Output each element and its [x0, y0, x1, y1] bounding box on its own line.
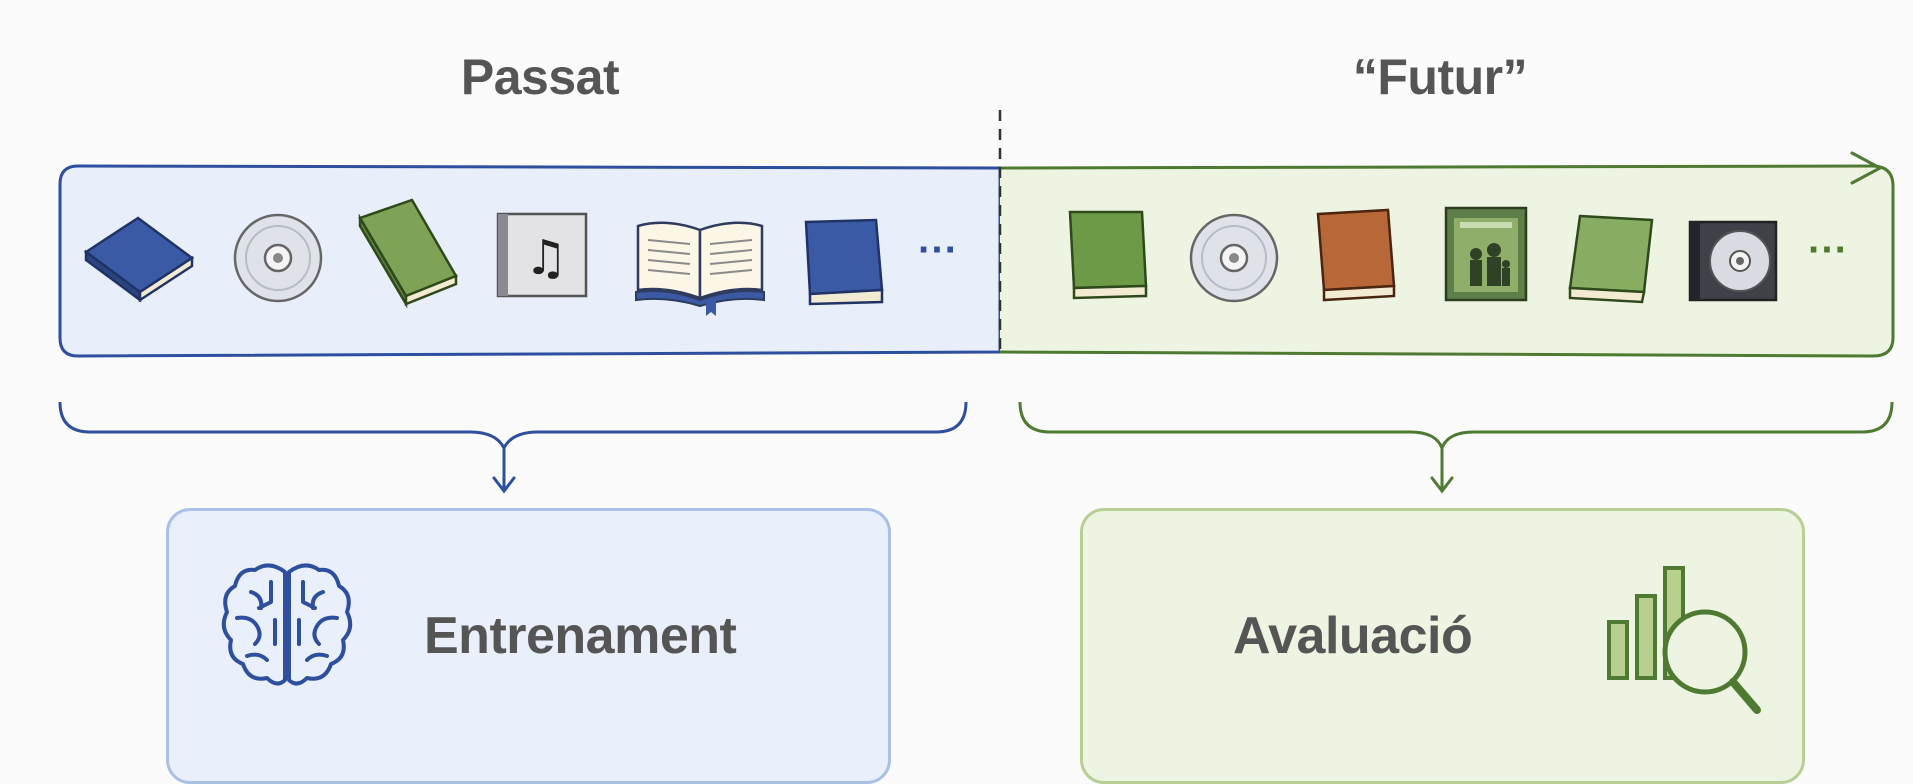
music-album-icon: ♫ — [496, 212, 588, 298]
book-icon — [1068, 210, 1148, 300]
movie-poster-icon — [1444, 206, 1528, 302]
book-icon — [358, 198, 458, 309]
svg-text:♫: ♫ — [524, 230, 567, 286]
timeline-arrow-icon — [1850, 151, 1884, 185]
timeline-diagram: ♫ — [58, 110, 1895, 494]
cd-icon — [1189, 213, 1279, 303]
open-book-icon — [635, 221, 765, 316]
evaluation-box: Avaluació — [1080, 508, 1805, 784]
past-brace — [58, 401, 968, 452]
evaluation-label: Avaluació — [1233, 607, 1473, 665]
brain-icon — [221, 563, 353, 686]
book-icon — [1568, 214, 1654, 304]
past-more-ellipsis: ··· — [918, 228, 958, 272]
cd-icon — [233, 213, 323, 303]
future-brace — [1018, 401, 1894, 453]
training-box: Entrenament — [166, 508, 891, 784]
training-label: Entrenament — [424, 607, 737, 665]
bar-chart-magnifier-icon — [1607, 566, 1761, 714]
future-title: “Futur” — [1352, 49, 1528, 105]
book-icon — [804, 218, 884, 306]
book-icon — [83, 216, 195, 303]
arrow-down-icon — [492, 476, 516, 494]
future-more-ellipsis: ··· — [1808, 228, 1848, 272]
past-title: Passat — [460, 49, 620, 105]
cd-case-icon — [1688, 220, 1778, 302]
arrow-down-icon — [1430, 476, 1454, 494]
book-icon — [1316, 208, 1396, 302]
